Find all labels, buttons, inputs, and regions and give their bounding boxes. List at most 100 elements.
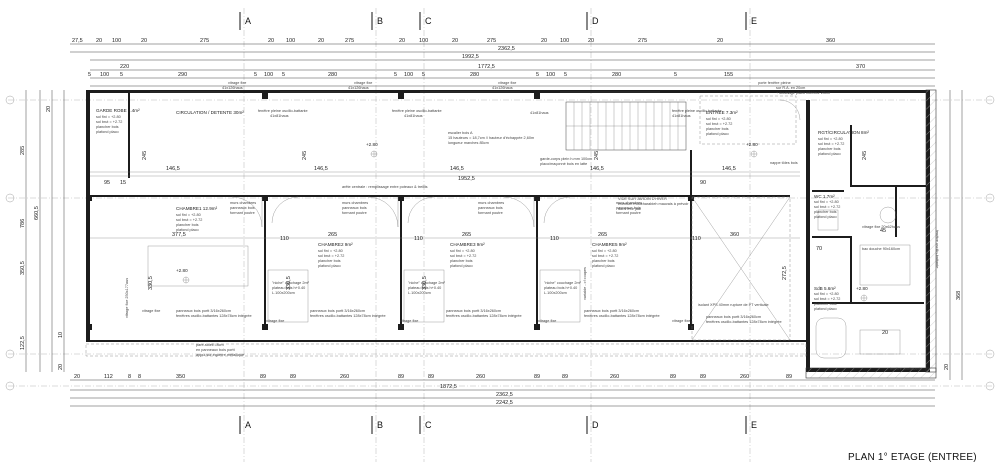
plan-label: vitrage fixe 20x62haus: [862, 225, 900, 229]
plan-label: murs chambres: [342, 201, 368, 205]
plan-label: 41x126haus: [348, 86, 369, 90]
plan-label: garde-corps plein h.mm 100cm: [540, 157, 592, 161]
plan-label: sol fini = +2.80: [96, 115, 121, 119]
plan-label: +2.80: [746, 142, 758, 147]
room-chambre-1: CHAMBRE1 12.9m² sol fini = +2.80 sol bru…: [176, 206, 218, 232]
dim-left-2: 786: [20, 219, 26, 228]
plan-label: CHAMBRE5 9m²: [592, 242, 627, 247]
room-sdb: SdB 5.6m² sol fini = +2.80 sol brut = +2…: [814, 286, 840, 311]
plan-label: 95: [104, 180, 110, 186]
axis-marker-e-bottom: E: [745, 416, 757, 434]
plan-label: isolant XPS 40mm rupture de PT verticale: [698, 303, 769, 307]
plan-label: VIDE SUR JARDIN D'HIVER: [618, 197, 667, 201]
plan-label: en panneaux bois portt: [196, 348, 236, 352]
bottom-dimensions: 20 112 8 8 350 89 89 260 89 89 260 89 89…: [70, 374, 935, 407]
plan-label: 15 hauteurs = 18,7cm // hauteur d'échapp…: [448, 136, 534, 140]
plan-label: fenêtres oscillo-battantes 128x78cm inté…: [310, 314, 386, 318]
plan-label: plancher bois: [176, 223, 199, 227]
plan-label: plancher bois: [592, 259, 615, 263]
plan-label: formant poutre: [230, 211, 255, 215]
plan-label: C: [425, 420, 432, 430]
plan-label: formant poutre: [616, 211, 641, 215]
plan-label: RGT/CIRCULATION 8m²: [818, 130, 869, 135]
plan-label: 272,5: [782, 266, 788, 280]
axis-marker-b-bottom: B: [371, 416, 383, 434]
plan-label: panneaux bois portt 3/16x260cm: [310, 309, 365, 313]
dim-bottom-0: 20: [74, 374, 80, 380]
plan-label: dans mur jaal: [618, 207, 641, 211]
plan-label: bac douche 90x160cm: [862, 247, 900, 251]
dim-top-18: 360: [826, 38, 835, 44]
plan-label: plafond placo: [814, 215, 837, 219]
dim-top4-0: 5: [88, 72, 91, 78]
plan-label: 146,5: [166, 166, 180, 172]
dim-bottom-total-3: 2242,5: [496, 400, 513, 406]
dim-top4-4: 5: [254, 72, 257, 78]
dim-top-12: 275: [487, 38, 496, 44]
plan-label: fenêtres oscillo-battantes 128x78cm inté…: [706, 320, 782, 324]
plan-label: appui sur équerre métallique: [196, 353, 244, 357]
dim-top-3: 20: [141, 38, 147, 44]
plan-label: 45: [880, 228, 886, 234]
plan-label: ENTREE 7.3m²: [706, 110, 738, 115]
plan-label: B: [377, 16, 383, 26]
dim-top-total-1: 2362,5: [498, 46, 515, 52]
plan-label: "niche" couchage 2m²: [408, 281, 446, 285]
plan-label: panneaux bois portt 3/16x260cm: [706, 315, 761, 319]
plan-label: plafond placo: [96, 130, 119, 134]
room-wc: WC 1.7m² sol fini = +2.80 sol brut = +2.…: [814, 194, 840, 219]
dim-bottom-4: 350: [176, 374, 185, 380]
dim-top-15: 20: [588, 38, 594, 44]
plan-label: 15: [120, 180, 126, 186]
plan-label: "niche" couchage 2m²: [272, 281, 310, 285]
dim-bottom-1: 112: [104, 374, 113, 380]
plan-label: fenêtres oscillo-battantes 128x78cm inté…: [446, 314, 522, 318]
dim-left-5: 20: [46, 106, 52, 112]
dim-top4-1: 100: [100, 72, 109, 78]
plan-label: panneaux bois: [616, 206, 641, 210]
dim-bottom-3: 8: [138, 374, 141, 380]
plan-label: murs chambres: [478, 201, 504, 205]
plan-label: murs chambres: [616, 201, 642, 205]
plan-label: 41x81haus: [404, 114, 423, 118]
dim-bottom-14: 89: [670, 374, 676, 380]
plan-title: PLAN 1° ETAGE (ENTREE): [848, 452, 977, 463]
plan-label: 245: [302, 151, 308, 160]
dim-bottom-7: 260: [340, 374, 349, 380]
plan-label: sol brut = +2.72: [592, 254, 618, 258]
plan-label: "niche" couchage 2m²: [544, 281, 582, 285]
plan-label: murs chambres: [230, 201, 256, 205]
plan-label: plateau bois h+0.40: [544, 286, 577, 290]
walls: [86, 89, 937, 379]
left-dimensions: 285 660,5 786 350,5 122,5 20 10 20: [5, 90, 65, 391]
plan-label: CHAMBRE2 9m²: [318, 242, 353, 247]
axis-markers: A B C D E A B C: [239, 12, 757, 434]
annotations: vitrage fixe 41x126haus vitrage fixe 41x…: [125, 81, 939, 371]
dim-top-17: 20: [717, 38, 723, 44]
plan-label: 146,5: [590, 166, 604, 172]
plan-label: sol brut = +2.72: [176, 218, 202, 222]
plan-label: sol fini = +2.80: [450, 249, 475, 253]
dim-top-5: 20: [268, 38, 274, 44]
plan-label: sol fini = +2.80: [818, 137, 843, 141]
dim-right-0: 368: [956, 291, 962, 300]
plan-label: L.100x200cm: [544, 291, 567, 295]
plan-label: panneaux bois: [342, 206, 367, 210]
dim-top4-17: 155: [724, 72, 733, 78]
dim-bottom-8: 89: [398, 374, 404, 380]
plan-label: escalier bois A: [448, 131, 473, 135]
plan-label: plancher bois: [706, 127, 729, 131]
dim-bottom-16: 260: [740, 374, 749, 380]
plan-label: panneaux bois: [478, 206, 503, 210]
level-markers: [182, 150, 868, 302]
axis-marker-c-top: C: [419, 12, 432, 30]
interior-details: [85, 91, 911, 359]
plan-label: 245: [862, 151, 868, 160]
plan-label: sur R.A. en 20cm: [776, 86, 805, 90]
plan-label: fenêtres oscillo-battantes 128x78cm inté…: [584, 314, 660, 318]
dim-top-10: 100: [419, 38, 428, 44]
plan-label: E: [751, 420, 757, 430]
dim-top4-9: 100: [404, 72, 413, 78]
plan-label: éventuel moucharabieh mauvais à prévoir: [618, 202, 689, 206]
